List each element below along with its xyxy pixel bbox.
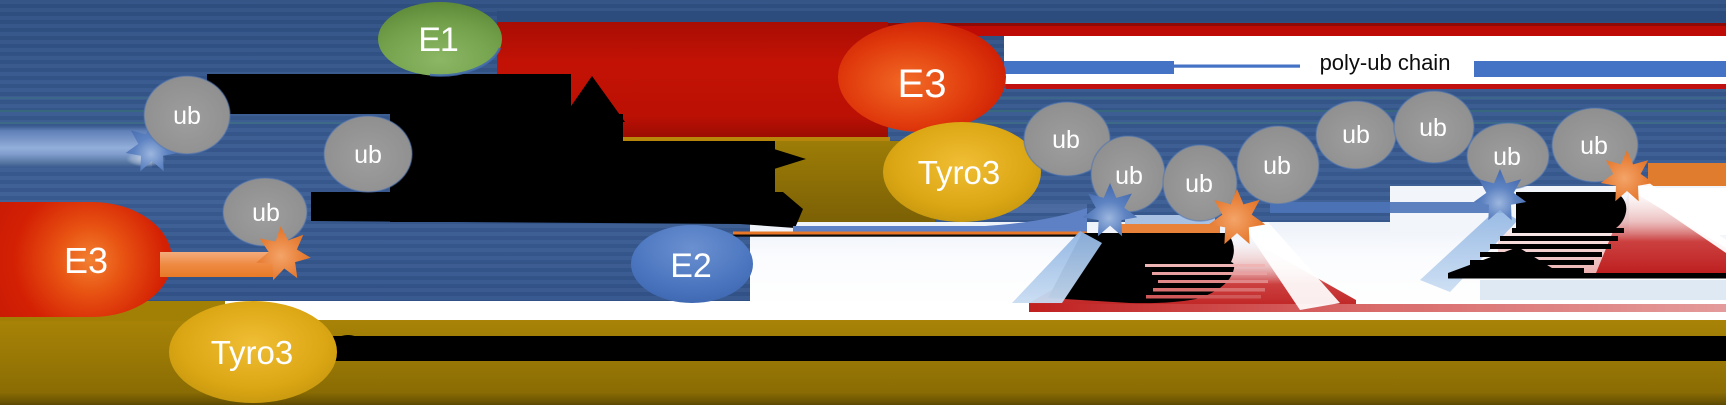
svg-text:ub: ub (1052, 126, 1080, 154)
svg-text:ub: ub (252, 199, 280, 227)
svg-text:ub: ub (1580, 132, 1608, 160)
svg-text:Tyro3: Tyro3 (918, 154, 1001, 191)
svg-text:ub: ub (1342, 121, 1370, 149)
svg-text:E2: E2 (670, 247, 712, 285)
svg-text:ub: ub (1185, 170, 1213, 198)
svg-text:ub: ub (354, 141, 382, 169)
svg-text:E3: E3 (898, 62, 947, 106)
svg-text:Tyro3: Tyro3 (211, 334, 294, 371)
svg-text:ub: ub (1419, 114, 1447, 142)
svg-text:ub: ub (1493, 143, 1521, 171)
svg-text:ub: ub (1115, 162, 1143, 190)
svg-text:ub: ub (173, 102, 201, 130)
svg-text:E3: E3 (64, 240, 108, 281)
svg-text:poly-ub chain: poly-ub chain (1320, 50, 1451, 75)
svg-text:ub: ub (1263, 152, 1291, 180)
svg-text:E1: E1 (418, 21, 458, 59)
